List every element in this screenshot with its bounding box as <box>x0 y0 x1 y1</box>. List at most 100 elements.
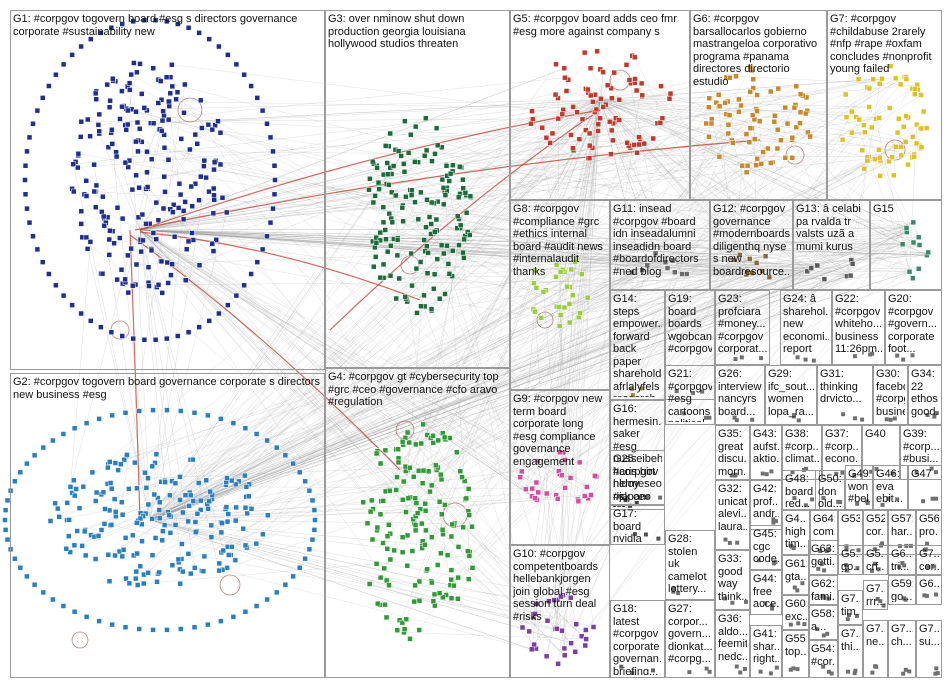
edge <box>463 99 601 240</box>
node-g2 <box>145 501 152 508</box>
strong-edge <box>129 229 141 521</box>
edge <box>139 151 764 231</box>
edge <box>149 508 374 521</box>
edge <box>363 325 560 503</box>
node-g1 <box>158 258 165 265</box>
node-g3 <box>460 249 466 256</box>
node-g2 <box>224 475 230 481</box>
node-g1 <box>83 193 90 199</box>
edge <box>139 229 387 581</box>
node-g1 <box>130 18 136 25</box>
node-g3 <box>387 272 394 279</box>
node-g2 <box>296 469 303 476</box>
node-g1 <box>69 52 75 58</box>
edge <box>407 216 430 471</box>
node-g4 <box>416 627 422 633</box>
node-g6 <box>793 124 799 131</box>
node-g2 <box>107 480 114 486</box>
node-g2 <box>12 555 18 562</box>
edge <box>535 259 734 271</box>
edge <box>556 99 601 265</box>
edge <box>444 99 601 295</box>
node-g2 <box>118 461 124 467</box>
edge <box>769 111 853 278</box>
node-g2 <box>191 410 198 416</box>
edge <box>538 67 751 493</box>
edge <box>756 132 853 264</box>
edge <box>590 278 825 496</box>
node-g6 <box>754 108 760 114</box>
node-g1 <box>155 282 162 288</box>
edge <box>599 99 747 275</box>
node-g4 <box>373 561 380 567</box>
node-g2 <box>229 544 235 550</box>
node-g4 <box>448 567 455 573</box>
node-g3 <box>384 160 390 166</box>
edge <box>71 194 412 494</box>
node-g4 <box>380 498 386 504</box>
node-g4 <box>422 542 428 548</box>
node-g6 <box>706 134 712 140</box>
node-g6 <box>791 104 798 111</box>
node-g1 <box>53 71 59 78</box>
self-loop <box>536 311 554 329</box>
edge <box>599 99 914 243</box>
node-g3 <box>432 229 438 235</box>
node-g1 <box>114 204 121 211</box>
edge <box>634 57 734 260</box>
edge <box>149 466 406 521</box>
node-g3 <box>421 292 427 299</box>
edge <box>149 519 594 628</box>
node-g6 <box>747 64 753 71</box>
node-g2 <box>232 557 239 563</box>
node-g6 <box>747 89 753 95</box>
node-g3 <box>460 176 466 183</box>
edge <box>427 273 582 436</box>
node-g1 <box>34 107 41 114</box>
node-g3 <box>446 271 453 277</box>
edge <box>135 175 537 605</box>
edge <box>149 272 748 521</box>
node-g2 <box>282 452 289 459</box>
node-g1 <box>150 230 157 236</box>
node-g1 <box>139 211 146 218</box>
node-g1 <box>217 129 224 136</box>
node-g4 <box>366 581 373 587</box>
edge <box>398 244 920 450</box>
group-box-g7f <box>863 580 888 610</box>
edge <box>851 255 927 261</box>
node-g4 <box>455 596 461 602</box>
node-g3 <box>401 161 407 167</box>
edge <box>139 229 587 488</box>
node-g5 <box>581 49 588 56</box>
edge <box>149 271 910 521</box>
edge <box>534 311 557 629</box>
group-box-g32 <box>715 480 750 550</box>
group-box-g60 <box>782 595 810 630</box>
node-g4 <box>419 480 426 486</box>
node-g2 <box>180 568 186 575</box>
node-g2 <box>192 529 199 535</box>
edge <box>599 99 808 272</box>
node-g4 <box>417 506 424 512</box>
node-g1 <box>133 138 139 145</box>
node-g2 <box>134 550 140 557</box>
node-g1 <box>113 153 120 160</box>
node-g2 <box>130 532 136 539</box>
group-box-g5y <box>863 545 888 575</box>
node-g2 <box>205 621 211 628</box>
node-g2 <box>220 547 227 554</box>
group-box-g18 <box>610 600 665 678</box>
edge <box>406 99 601 620</box>
node-g2 <box>157 499 163 506</box>
edge <box>139 229 851 276</box>
edge <box>136 522 557 629</box>
edge <box>599 99 766 257</box>
node-g1 <box>177 191 184 198</box>
node-g1 <box>212 122 218 129</box>
node-g1 <box>233 61 240 68</box>
node-g1 <box>124 121 131 128</box>
node-g2 <box>216 567 222 574</box>
group-box-g45 <box>750 525 782 570</box>
group-box-g58 <box>808 605 838 640</box>
